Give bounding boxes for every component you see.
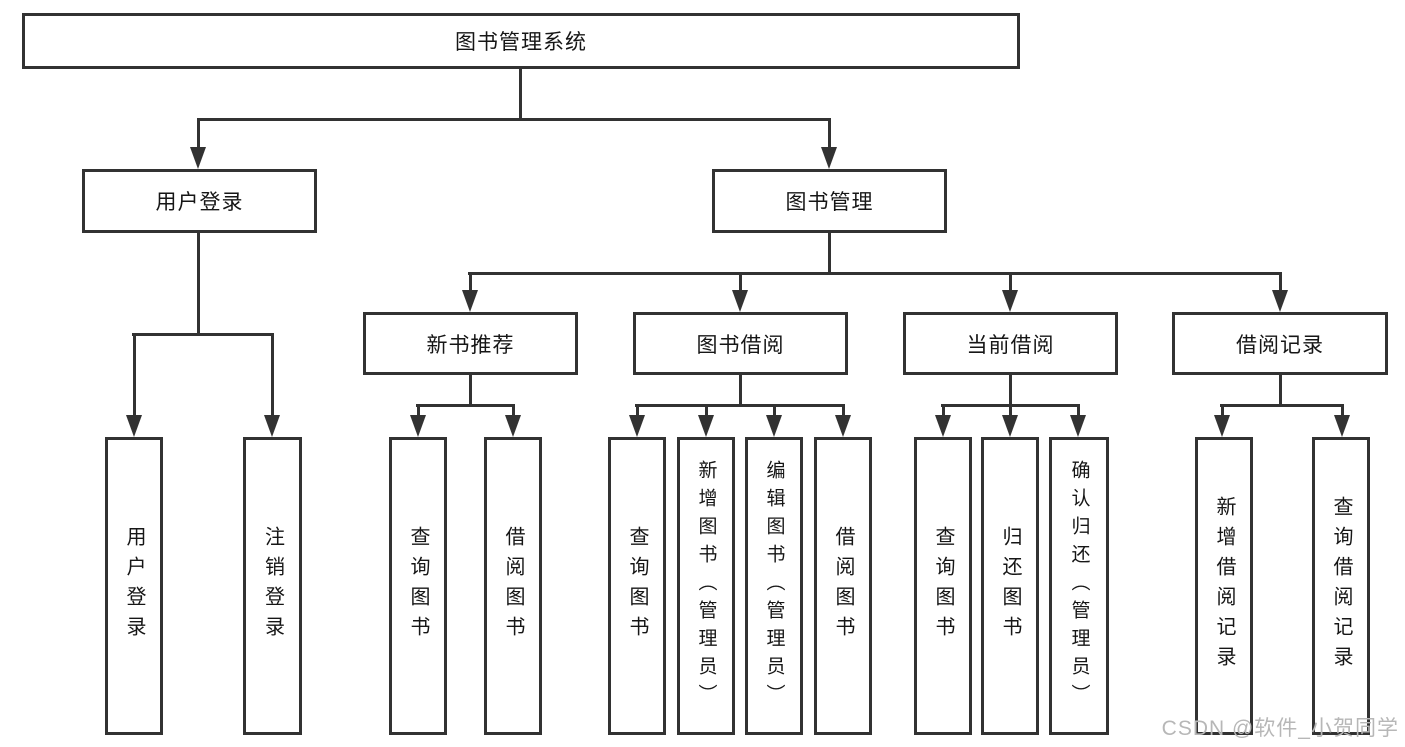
connector-line	[773, 404, 776, 418]
connector-line	[739, 272, 742, 292]
connector-line	[416, 404, 515, 407]
arrow-down-icon	[462, 290, 478, 312]
connector-line	[942, 404, 945, 418]
leaf-confirm-return-admin: 确认归还（管理员）	[1049, 437, 1109, 735]
arrow-down-icon	[835, 415, 851, 437]
leaf-query-books-borrowing: 查询图书	[608, 437, 666, 735]
leaf-add-books-admin: 新增图书（管理员）	[677, 437, 735, 735]
leaf-label: 查询图书	[407, 526, 429, 646]
connector-line	[828, 233, 831, 275]
leaf-label: 查询图书	[626, 526, 648, 646]
arrow-down-icon	[1214, 415, 1230, 437]
node-book-management: 图书管理	[712, 169, 947, 233]
connector-line	[417, 404, 420, 418]
arrow-down-icon	[766, 415, 782, 437]
leaf-label: 确认归还（管理员）	[1068, 460, 1090, 712]
leaf-label: 新增图书（管理员）	[695, 460, 717, 712]
leaf-label: 归还图书	[999, 526, 1021, 646]
leaf-label: 查询借阅记录	[1330, 496, 1352, 676]
connector-line	[132, 333, 274, 336]
connector-line	[519, 69, 522, 121]
arrow-down-icon	[190, 147, 206, 169]
arrow-down-icon	[505, 415, 521, 437]
connector-line	[1077, 404, 1080, 418]
leaf-label: 新增借阅记录	[1213, 496, 1235, 676]
connector-line	[1009, 272, 1012, 292]
node-borrowing-records: 借阅记录	[1172, 312, 1388, 375]
arrow-down-icon	[821, 147, 837, 169]
arrow-down-icon	[264, 415, 280, 437]
connector-line	[1009, 373, 1012, 407]
arrow-down-icon	[698, 415, 714, 437]
connector-line	[1220, 404, 1344, 407]
arrow-down-icon	[1272, 290, 1288, 312]
connector-line	[133, 333, 136, 417]
node-current-borrowing: 当前借阅	[903, 312, 1118, 375]
leaf-return-books: 归还图书	[981, 437, 1039, 735]
connector-line	[1221, 404, 1224, 418]
arrow-down-icon	[126, 415, 142, 437]
connector-line	[197, 232, 200, 336]
connector-line	[635, 404, 845, 407]
leaf-borrow-books: 借阅图书	[814, 437, 872, 735]
leaf-label: 查询图书	[932, 526, 954, 646]
arrow-down-icon	[935, 415, 951, 437]
connector-line	[469, 272, 472, 292]
connector-line	[1341, 404, 1344, 418]
connector-line	[828, 118, 831, 149]
connector-line	[469, 373, 472, 407]
connector-line	[512, 404, 515, 418]
connector-line	[1009, 404, 1012, 418]
arrow-down-icon	[732, 290, 748, 312]
connector-line	[197, 118, 831, 121]
leaf-query-books-recommend: 查询图书	[389, 437, 447, 735]
connector-line	[636, 404, 639, 418]
leaf-query-borrow-record: 查询借阅记录	[1312, 437, 1370, 735]
leaf-add-borrow-record: 新增借阅记录	[1195, 437, 1253, 735]
connector-line	[739, 373, 742, 407]
node-user-login: 用户登录	[82, 169, 317, 233]
leaf-logout: 注销登录	[243, 437, 302, 735]
arrow-down-icon	[410, 415, 426, 437]
leaf-label: 编辑图书（管理员）	[763, 460, 785, 712]
node-book-borrowing: 图书借阅	[633, 312, 848, 375]
leaf-user-login: 用户登录	[105, 437, 163, 735]
node-library-management-system: 图书管理系统	[22, 13, 1020, 69]
connector-line	[842, 404, 845, 418]
arrow-down-icon	[629, 415, 645, 437]
connector-line	[197, 118, 200, 149]
leaf-query-books-current: 查询图书	[914, 437, 972, 735]
connector-line	[468, 272, 1281, 275]
leaf-label: 注销登录	[261, 526, 284, 646]
node-new-book-recommendation: 新书推荐	[363, 312, 578, 375]
leaf-label: 借阅图书	[502, 526, 524, 646]
arrow-down-icon	[1334, 415, 1350, 437]
connector-line	[705, 404, 708, 418]
leaf-edit-books-admin: 编辑图书（管理员）	[745, 437, 803, 735]
connector-line	[1279, 272, 1282, 292]
arrow-down-icon	[1070, 415, 1086, 437]
connector-line	[271, 333, 274, 417]
arrow-down-icon	[1002, 290, 1018, 312]
arrow-down-icon	[1002, 415, 1018, 437]
leaf-borrow-books-recommend: 借阅图书	[484, 437, 542, 735]
connector-line	[1279, 373, 1282, 407]
leaf-label: 借阅图书	[832, 526, 854, 646]
csdn-watermark: CSDN @软件_小贺同学	[1161, 717, 1399, 740]
leaf-label: 用户登录	[123, 526, 145, 646]
